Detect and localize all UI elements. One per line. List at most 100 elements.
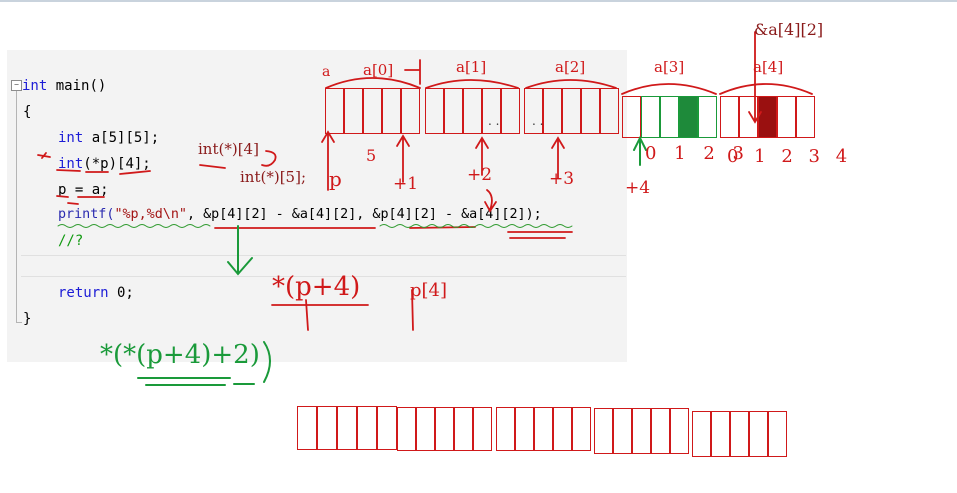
- array-a4-cells: [720, 96, 815, 138]
- array-a0-cells: [325, 88, 420, 134]
- deref-p-plus-4: *(p+4): [272, 272, 361, 302]
- arrow-p: [321, 130, 335, 191]
- label-a1: a[1]: [456, 58, 487, 76]
- pointer-decl-text: (*p)[4];: [83, 156, 151, 172]
- code-line-open-brace[interactable]: {: [23, 104, 32, 120]
- keyword-return: return: [58, 285, 109, 301]
- brace-a4: [719, 83, 813, 95]
- code-line-assign[interactable]: p = a;: [58, 182, 109, 198]
- cell: [553, 407, 572, 451]
- cell: [473, 407, 492, 451]
- mark-plus2: +2: [467, 165, 493, 185]
- cell: [670, 408, 689, 454]
- code-line-close-brace[interactable]: }: [23, 311, 32, 327]
- fold-toggle-button[interactable]: −: [11, 80, 22, 91]
- cell: [435, 407, 454, 451]
- underline-int: [56, 169, 81, 172]
- printf-call: printf(: [58, 207, 115, 222]
- curl-mark: [261, 150, 277, 167]
- indices-a3: 0 1 2 3: [645, 143, 750, 164]
- cell: [600, 88, 619, 134]
- green-expression: *(*(p+4)+2): [100, 340, 260, 370]
- a0-arrow: [404, 59, 421, 85]
- cell: [572, 407, 591, 451]
- dots-a1: . .: [488, 114, 500, 128]
- p4-stem: [411, 289, 414, 331]
- green-paren: [263, 341, 271, 383]
- underline-tick: [67, 202, 79, 205]
- printf-args: , &p[4][2] - &a[4][2], &p[4][2] - &a[4][…: [187, 207, 542, 222]
- cell: [720, 96, 739, 138]
- array-a1-cells: [425, 88, 520, 134]
- p-index-4: p[4]: [410, 280, 448, 301]
- code-line-printf[interactable]: printf("%p,%d\n", &p[4][2] - &a[4][2], &…: [58, 206, 542, 224]
- cell: [297, 406, 317, 450]
- code-line-comment[interactable]: //?: [58, 233, 84, 249]
- cell: [749, 411, 768, 457]
- keyword-int: int: [22, 78, 48, 94]
- mark-p: p: [329, 167, 342, 191]
- squiggle-warning-2: [379, 224, 573, 228]
- main-signature: main(): [47, 78, 107, 94]
- keyword-int: int: [58, 156, 84, 172]
- cell: [660, 96, 679, 138]
- brace-a3: [621, 83, 717, 95]
- mark-plus3: +3: [549, 169, 575, 189]
- a42-arrow: [748, 31, 762, 124]
- indices-a4: 0 1 2 3 4: [727, 146, 853, 167]
- arrow-plus3: [551, 136, 565, 179]
- keyword-int: int: [58, 130, 84, 146]
- label-a4: a[4]: [753, 58, 784, 76]
- return-value: 0;: [108, 285, 134, 301]
- code-line-array-decl[interactable]: int a[5][5];: [58, 129, 159, 147]
- underline-expr2: [409, 226, 476, 229]
- label-a0: a[0]: [363, 61, 394, 79]
- mark-plus1: +1: [393, 174, 419, 194]
- array-a3-cells: [622, 96, 717, 138]
- bottom-group-1: [297, 406, 397, 450]
- fold-guide-end: [16, 322, 22, 323]
- mark-plus4: +4: [625, 178, 651, 198]
- cell: [317, 406, 337, 450]
- green-underline: [137, 377, 231, 386]
- cell: [382, 88, 401, 134]
- cell: [641, 96, 660, 138]
- cell: [515, 407, 534, 451]
- brace-a1: [425, 79, 519, 89]
- arrow-plus2: [475, 136, 489, 176]
- cell: [397, 407, 416, 451]
- bottom-group-3: [496, 407, 591, 451]
- cell: [363, 88, 382, 134]
- bottom-group-2: [397, 407, 492, 451]
- label-a3: a[3]: [654, 58, 685, 76]
- cell: [581, 88, 600, 134]
- cell: [425, 88, 444, 134]
- highlighted-cell-green: [679, 96, 698, 138]
- green-up-arrow: [633, 135, 647, 166]
- cell: [613, 408, 632, 454]
- array-decl-text: a[5][5];: [83, 130, 160, 146]
- arrow-plus1: [396, 134, 410, 183]
- cell: [698, 96, 717, 138]
- cell: [692, 411, 711, 457]
- code-editor[interactable]: [7, 50, 627, 362]
- code-line-pointer-decl[interactable]: int(*p)[4];: [58, 155, 151, 173]
- cell: [377, 406, 397, 450]
- dash-mark: [199, 164, 226, 169]
- line-arrow-mark: [37, 152, 51, 159]
- code-line-return[interactable]: return 0;: [58, 284, 134, 302]
- cell: [454, 407, 473, 451]
- format-string: "%p,%d\n": [114, 207, 187, 222]
- squiggle-warning: [57, 224, 211, 228]
- label-a: a: [322, 64, 331, 80]
- label-a42: &a[4][2]: [754, 20, 824, 39]
- green-down-arrow: [227, 225, 253, 276]
- code-line-main[interactable]: int main(): [22, 77, 106, 95]
- current-line-highlight: [21, 255, 626, 277]
- cell: [622, 96, 641, 138]
- label-int-ptr4: int(*)[4]: [198, 140, 259, 158]
- bottom-group-5: [692, 411, 787, 457]
- mark-5: 5: [366, 146, 377, 165]
- cell: [632, 408, 651, 454]
